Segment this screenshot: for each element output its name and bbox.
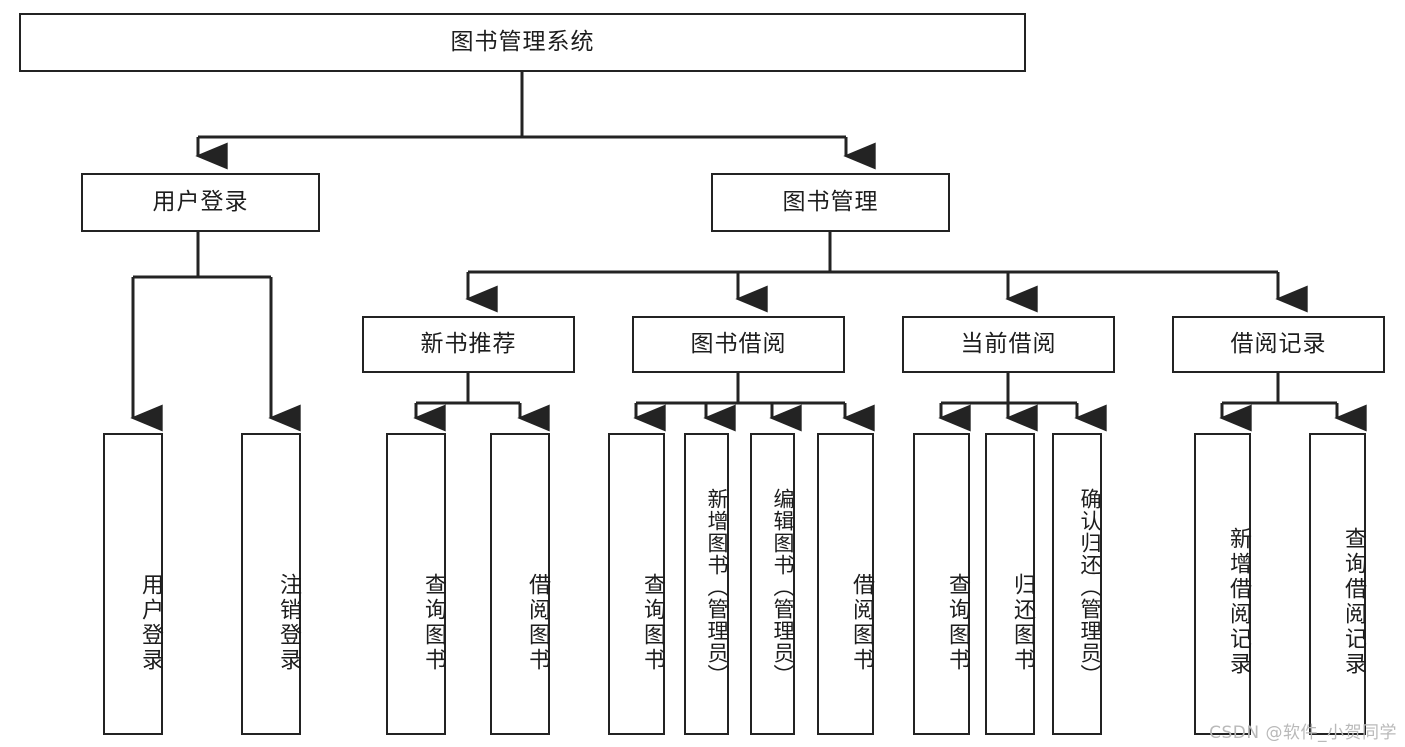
node-book-borrow[interactable]: 图书借阅 <box>632 316 845 373</box>
node-leaf-confirm-return-label: 确认归还（管理员） <box>1078 488 1102 686</box>
node-root-label: 图书管理系统 <box>450 28 595 55</box>
node-leaf-query-book-2[interactable]: 查询图书 <box>608 433 665 735</box>
node-book-manage-label: 图书管理 <box>782 188 879 215</box>
node-leaf-query-record[interactable]: 查询借阅记录 <box>1309 433 1366 735</box>
node-leaf-query-record-label: 查询借阅记录 <box>1341 527 1366 677</box>
node-leaf-return-book[interactable]: 归还图书 <box>985 433 1035 735</box>
node-leaf-confirm-return[interactable]: 确认归还（管理员） <box>1052 433 1102 735</box>
watermark-text: CSDN @软件_小贺同学 <box>1209 723 1397 743</box>
node-leaf-add-book-label: 新增图书（管理员） <box>705 488 729 686</box>
node-borrow-record[interactable]: 借阅记录 <box>1172 316 1385 373</box>
node-leaf-add-record[interactable]: 新增借阅记录 <box>1194 433 1251 735</box>
node-leaf-user-logout-label: 注销登录 <box>276 573 301 673</box>
node-book-manage[interactable]: 图书管理 <box>711 173 950 232</box>
node-leaf-borrow-book-2[interactable]: 借阅图书 <box>817 433 874 735</box>
node-leaf-query-book-3-label: 查询图书 <box>945 573 970 673</box>
node-leaf-query-book-1-label: 查询图书 <box>421 573 446 673</box>
node-current-borrow[interactable]: 当前借阅 <box>902 316 1115 373</box>
node-leaf-return-book-label: 归还图书 <box>1010 573 1035 673</box>
node-leaf-query-book-3[interactable]: 查询图书 <box>913 433 970 735</box>
node-leaf-user-login[interactable]: 用户登录 <box>103 433 163 735</box>
node-leaf-borrow-book-1-label: 借阅图书 <box>525 573 550 673</box>
node-new-book-recommend[interactable]: 新书推荐 <box>362 316 575 373</box>
node-new-book-recommend-label: 新书推荐 <box>420 330 517 357</box>
node-leaf-add-record-label: 新增借阅记录 <box>1226 527 1251 677</box>
node-current-borrow-label: 当前借阅 <box>960 330 1057 357</box>
node-leaf-edit-book[interactable]: 编辑图书（管理员） <box>750 433 795 735</box>
node-book-borrow-label: 图书借阅 <box>690 330 787 357</box>
node-leaf-user-login-label: 用户登录 <box>138 573 163 673</box>
node-root[interactable]: 图书管理系统 <box>19 13 1026 72</box>
node-leaf-edit-book-label: 编辑图书（管理员） <box>771 488 795 686</box>
node-leaf-borrow-book-1[interactable]: 借阅图书 <box>490 433 550 735</box>
node-borrow-record-label: 借阅记录 <box>1230 330 1327 357</box>
node-user-login-label: 用户登录 <box>152 188 249 215</box>
node-leaf-user-logout[interactable]: 注销登录 <box>241 433 301 735</box>
node-leaf-add-book[interactable]: 新增图书（管理员） <box>684 433 729 735</box>
node-leaf-query-book-1[interactable]: 查询图书 <box>386 433 446 735</box>
node-leaf-borrow-book-2-label: 借阅图书 <box>849 573 874 673</box>
node-user-login[interactable]: 用户登录 <box>81 173 320 232</box>
node-leaf-query-book-2-label: 查询图书 <box>640 573 665 673</box>
